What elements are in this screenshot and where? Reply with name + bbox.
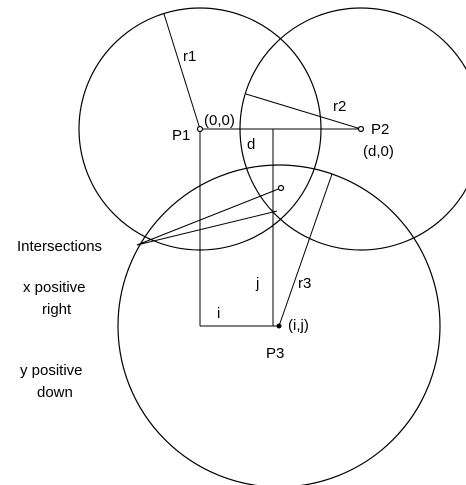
label-p2-coord: (d,0) bbox=[363, 143, 394, 160]
intersection-pointer-1 bbox=[136, 187, 282, 246]
circle-p3 bbox=[117, 164, 441, 485]
point-p3 bbox=[276, 323, 282, 329]
label-d: d bbox=[247, 136, 255, 153]
label-x-positive: x positive bbox=[23, 279, 86, 296]
label-intersections: Intersections bbox=[17, 238, 102, 255]
label-p1: P1 bbox=[172, 127, 190, 144]
label-p2: P2 bbox=[371, 121, 389, 138]
radius-r2 bbox=[245, 93, 362, 130]
label-r1: r1 bbox=[183, 48, 196, 65]
label-p3-coord: (i,j) bbox=[288, 317, 309, 334]
label-p3: P3 bbox=[266, 345, 284, 362]
label-x-right: right bbox=[42, 301, 72, 318]
point-p2 bbox=[357, 125, 365, 133]
radius-r3 bbox=[278, 173, 333, 327]
label-y-down: down bbox=[37, 384, 73, 401]
label-j: j bbox=[255, 275, 259, 292]
label-r2: r2 bbox=[333, 98, 346, 115]
label-y-positive: y positive bbox=[20, 362, 83, 379]
point-intersection bbox=[277, 184, 285, 192]
label-i: i bbox=[217, 305, 220, 322]
radius-r1 bbox=[163, 13, 201, 130]
point-p1 bbox=[196, 125, 204, 133]
intersection-pointer-2 bbox=[136, 210, 278, 246]
label-p1-coord: (0,0) bbox=[204, 112, 235, 129]
label-r3: r3 bbox=[298, 275, 311, 292]
